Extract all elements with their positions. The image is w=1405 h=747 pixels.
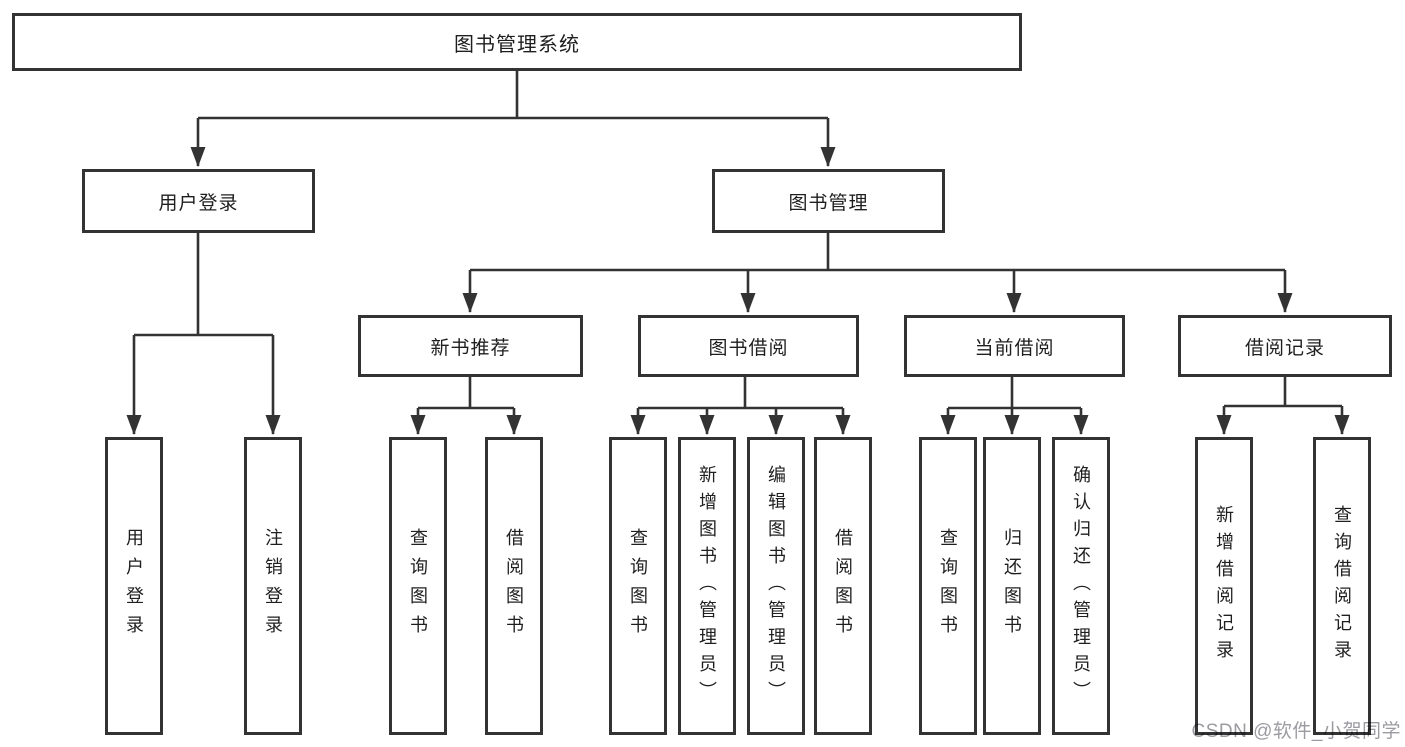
- leaf-records-query-record: 查询借阅记录: [1313, 437, 1371, 735]
- node-root-system: 图书管理系统: [12, 13, 1022, 71]
- node-user-login-branch: 用户登录: [82, 169, 315, 233]
- leaf-newbook-borrow-books: 借阅图书: [485, 437, 543, 735]
- leaf-borrow-query-books: 查询图书: [609, 437, 667, 735]
- leaf-user-login: 用户登录: [105, 437, 163, 735]
- node-borrow-records: 借阅记录: [1178, 315, 1392, 377]
- leaf-current-return-books: 归还图书: [983, 437, 1041, 735]
- leaf-borrow-edit-books-admin: 编辑图书（管理员）: [747, 437, 805, 735]
- leaf-current-query-books: 查询图书: [919, 437, 977, 735]
- leaf-logout: 注销登录: [244, 437, 302, 735]
- leaf-records-add-record: 新增借阅记录: [1195, 437, 1253, 735]
- leaf-newbook-query-books: 查询图书: [389, 437, 447, 735]
- node-book-borrow: 图书借阅: [638, 315, 859, 377]
- node-current-borrow: 当前借阅: [904, 315, 1125, 377]
- leaf-borrow-add-books-admin: 新增图书（管理员）: [678, 437, 736, 735]
- leaf-current-confirm-return-admin: 确认归还（管理员）: [1052, 437, 1110, 735]
- node-book-management-branch: 图书管理: [712, 169, 945, 233]
- watermark-text: CSDN @软件_小贺同学: [1191, 721, 1401, 742]
- leaf-borrow-borrow-books: 借阅图书: [814, 437, 872, 735]
- node-new-book-recommend: 新书推荐: [358, 315, 583, 377]
